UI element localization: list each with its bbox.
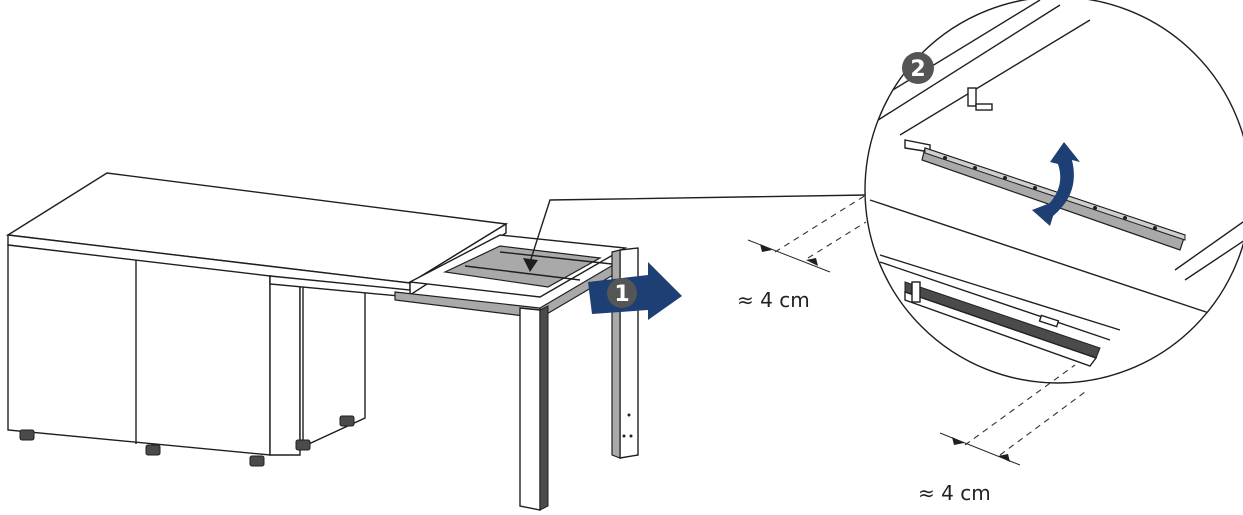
step-1-indicator: 1 [588, 262, 682, 320]
rotate-arrow-icon [1040, 142, 1080, 222]
dimension-label-2: ≈ 4 cm [918, 481, 991, 505]
extension-frame [394, 194, 867, 511]
step-2-number: 2 [910, 57, 925, 82]
dimension-label-1: ≈ 4 cm [737, 288, 810, 312]
desk-cabinet [5, 172, 509, 467]
dimension-1: ≈ 4 cm [737, 194, 867, 312]
feet [19, 415, 355, 467]
step-1-number: 1 [614, 282, 629, 307]
detail-callout: 2 [864, 0, 1243, 384]
dimension-2: ≈ 4 cm [918, 364, 1086, 505]
